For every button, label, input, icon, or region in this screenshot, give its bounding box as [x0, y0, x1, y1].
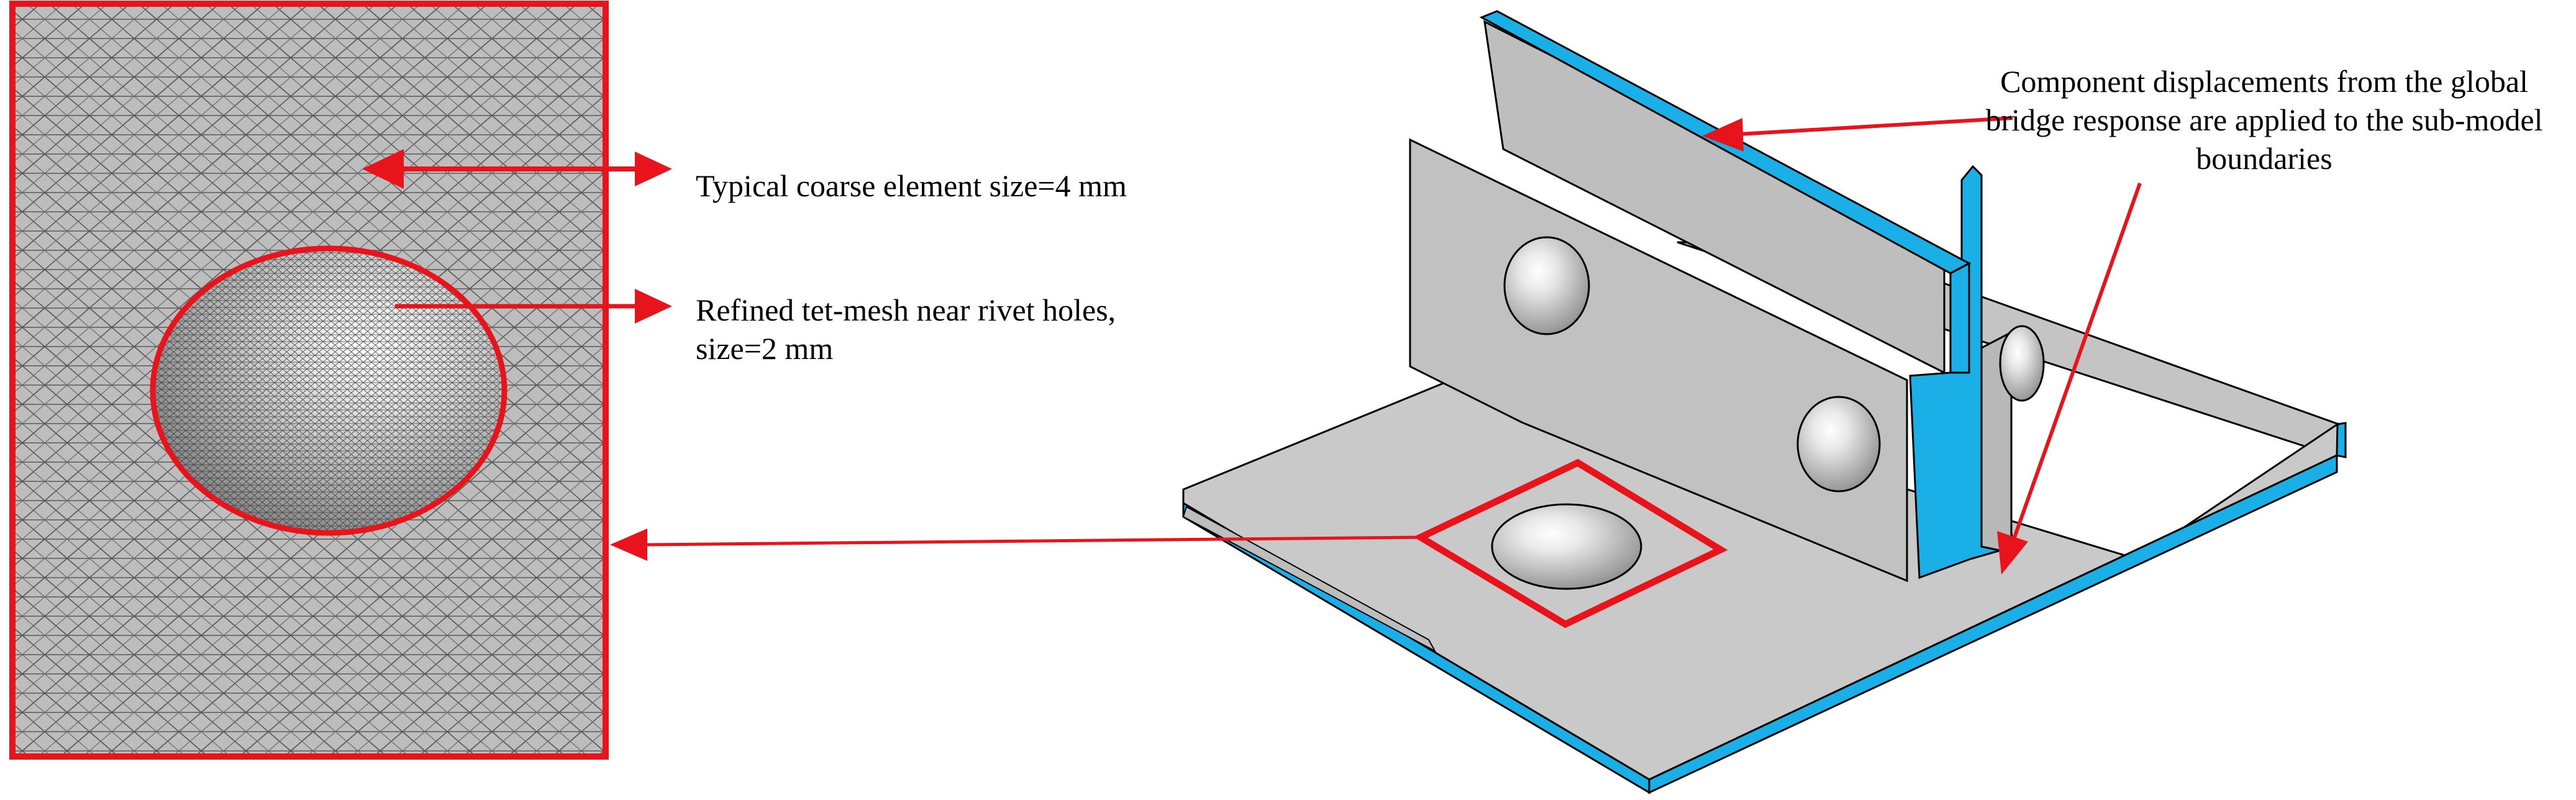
rivet-head-3	[1999, 325, 2045, 402]
displacement-label: Component displacements from the global …	[1985, 64, 2543, 176]
arrow-displacement-top	[1702, 116, 2013, 152]
arrow-refined	[395, 289, 672, 324]
rivet-head-4	[1491, 503, 1642, 590]
rivet-head-1	[1503, 236, 1590, 335]
refined-dome	[153, 248, 504, 533]
riveted-joint-model	[1182, 10, 2347, 794]
refined-region-outline	[150, 245, 507, 536]
arrow-to-detail	[610, 529, 1421, 561]
arrow-displacement-bottom	[1997, 182, 2142, 575]
detail-selection-marker	[1413, 458, 1728, 629]
coarse-mesh-label: Typical coarse element size=4 mm	[696, 168, 1127, 203]
arrow-coarse	[362, 149, 672, 189]
mesh-detail-panel	[9, 1, 609, 760]
rivet-head-2	[1796, 396, 1881, 493]
refined-mesh-label: Refined tet-mesh near rivet holes, size=…	[696, 293, 1116, 366]
detail-frame	[9, 1, 609, 760]
